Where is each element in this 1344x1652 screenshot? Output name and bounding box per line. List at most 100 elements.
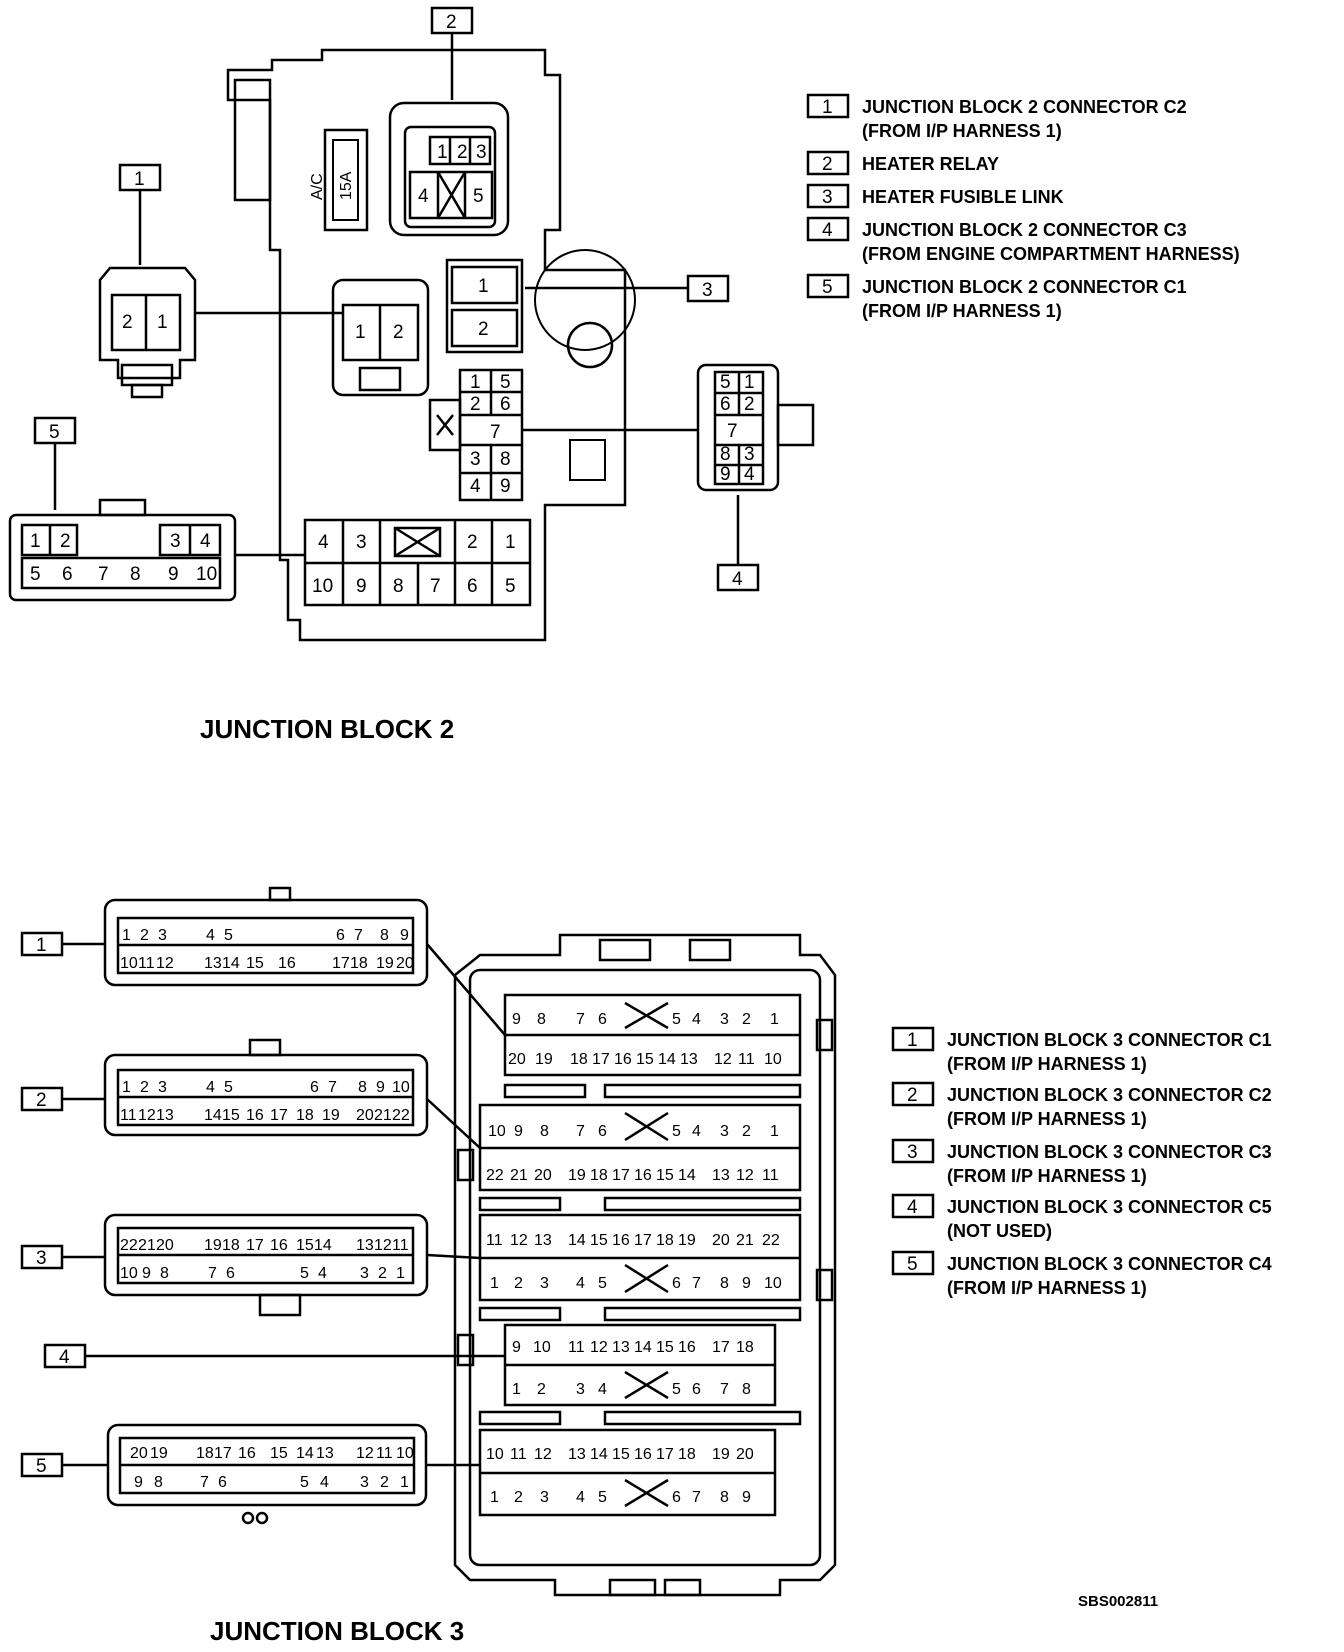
svg-text:8: 8 bbox=[154, 1474, 163, 1491]
svg-text:3: 3 bbox=[360, 1474, 369, 1491]
svg-text:6: 6 bbox=[310, 1079, 319, 1096]
svg-text:18: 18 bbox=[222, 1237, 240, 1254]
svg-text:13: 13 bbox=[204, 955, 222, 972]
svg-text:14: 14 bbox=[204, 1107, 222, 1124]
jb3-title: JUNCTION BLOCK 3 bbox=[210, 1616, 464, 1646]
svg-text:9: 9 bbox=[512, 1011, 521, 1028]
svg-text:6: 6 bbox=[62, 564, 73, 585]
jb3-socket-c3 bbox=[478, 1213, 802, 1322]
jb3-legend-text: JUNCTION BLOCK 3 CONNECTOR C3 bbox=[947, 1142, 1272, 1162]
svg-text:22: 22 bbox=[486, 1167, 504, 1184]
svg-text:5: 5 bbox=[505, 576, 516, 597]
jb3-legend-boxes bbox=[891, 1026, 935, 1276]
svg-text:10: 10 bbox=[120, 1265, 138, 1282]
jb3-socket-c5 bbox=[478, 1323, 802, 1426]
svg-text:14: 14 bbox=[222, 955, 240, 972]
svg-text:14: 14 bbox=[568, 1232, 586, 1249]
svg-text:22: 22 bbox=[762, 1232, 780, 1249]
svg-text:2: 2 bbox=[744, 394, 755, 415]
svg-text:6: 6 bbox=[500, 394, 511, 415]
svg-text:1: 1 bbox=[437, 142, 448, 163]
jb3-legend-num: 5 bbox=[907, 1254, 918, 1275]
svg-text:2: 2 bbox=[140, 927, 149, 944]
svg-text:18: 18 bbox=[736, 1339, 754, 1356]
jb2-callout-4: 4 bbox=[732, 569, 743, 590]
svg-text:7: 7 bbox=[328, 1079, 337, 1096]
svg-text:6: 6 bbox=[692, 1381, 701, 1398]
svg-text:17: 17 bbox=[332, 955, 350, 972]
svg-text:8: 8 bbox=[130, 564, 141, 585]
svg-text:11: 11 bbox=[486, 1232, 503, 1249]
jb3-socket-c2 bbox=[478, 1103, 802, 1212]
jb3-socket-c4 bbox=[478, 1428, 777, 1517]
jb2-legend: 1 JUNCTION BLOCK 2 CONNECTOR C2 (FROM I/… bbox=[822, 97, 1240, 321]
svg-text:3: 3 bbox=[540, 1275, 549, 1292]
svg-text:14: 14 bbox=[658, 1051, 676, 1068]
svg-text:17: 17 bbox=[592, 1051, 610, 1068]
jb3-legend-text: (FROM I/P HARNESS 1) bbox=[947, 1278, 1147, 1298]
svg-text:6: 6 bbox=[598, 1011, 607, 1028]
svg-text:1: 1 bbox=[396, 1265, 405, 1282]
connector-jb3-c2 bbox=[103, 1038, 429, 1137]
svg-text:13: 13 bbox=[712, 1167, 730, 1184]
jb2-c2-socket bbox=[331, 278, 430, 397]
svg-text:1: 1 bbox=[512, 1381, 521, 1398]
svg-text:9: 9 bbox=[500, 476, 511, 497]
svg-text:3: 3 bbox=[744, 444, 755, 465]
svg-text:17: 17 bbox=[612, 1167, 630, 1184]
jb3-callout-3: 3 bbox=[36, 1248, 47, 1269]
svg-text:15: 15 bbox=[612, 1446, 630, 1463]
connector-jb2-c3 bbox=[696, 363, 815, 492]
svg-text:7: 7 bbox=[692, 1489, 701, 1506]
svg-text:14: 14 bbox=[296, 1445, 314, 1462]
jb3-callouts bbox=[20, 931, 506, 1478]
svg-text:17: 17 bbox=[634, 1232, 652, 1249]
svg-text:4: 4 bbox=[318, 1265, 327, 1282]
svg-text:17: 17 bbox=[656, 1446, 674, 1463]
svg-text:16: 16 bbox=[612, 1232, 630, 1249]
svg-text:14: 14 bbox=[634, 1339, 652, 1356]
jb2-c3-socket bbox=[428, 368, 524, 502]
svg-text:15: 15 bbox=[590, 1232, 608, 1249]
svg-text:19: 19 bbox=[204, 1237, 222, 1254]
svg-text:5: 5 bbox=[224, 927, 233, 944]
jb3-legend-num: 4 bbox=[907, 1197, 918, 1218]
svg-text:3: 3 bbox=[158, 927, 167, 944]
svg-text:8: 8 bbox=[380, 927, 389, 944]
svg-text:14: 14 bbox=[314, 1237, 332, 1254]
svg-text:5: 5 bbox=[720, 372, 731, 393]
svg-text:13: 13 bbox=[156, 1107, 174, 1124]
svg-text:2: 2 bbox=[378, 1265, 387, 1282]
svg-text:9: 9 bbox=[142, 1265, 151, 1282]
svg-text:5: 5 bbox=[672, 1381, 681, 1398]
svg-text:20: 20 bbox=[156, 1237, 174, 1254]
svg-text:1: 1 bbox=[30, 531, 41, 552]
svg-text:10: 10 bbox=[392, 1079, 410, 1096]
jb3-legend-num: 2 bbox=[907, 1085, 918, 1106]
svg-text:4: 4 bbox=[576, 1489, 585, 1506]
svg-text:19: 19 bbox=[678, 1232, 696, 1249]
svg-text:3: 3 bbox=[576, 1381, 585, 1398]
svg-text:15: 15 bbox=[222, 1107, 240, 1124]
svg-text:5: 5 bbox=[598, 1275, 607, 1292]
svg-text:16: 16 bbox=[246, 1107, 264, 1124]
svg-text:13: 13 bbox=[680, 1051, 698, 1068]
jb2-legend-num: 3 bbox=[822, 187, 833, 208]
jb3-callout-5: 5 bbox=[36, 1456, 47, 1477]
jb2-legend-num: 4 bbox=[822, 220, 833, 241]
svg-text:4: 4 bbox=[206, 927, 215, 944]
svg-text:9: 9 bbox=[168, 564, 179, 585]
jb2-legend-text: JUNCTION BLOCK 2 CONNECTOR C2 bbox=[862, 97, 1187, 117]
svg-text:8: 8 bbox=[500, 449, 511, 470]
svg-text:16: 16 bbox=[634, 1446, 652, 1463]
svg-text:17: 17 bbox=[270, 1107, 288, 1124]
svg-text:19: 19 bbox=[568, 1167, 586, 1184]
jb3-callout-2: 2 bbox=[36, 1090, 47, 1111]
jb2-c1-socket bbox=[303, 518, 532, 607]
svg-text:11: 11 bbox=[738, 1051, 755, 1068]
svg-text:5: 5 bbox=[672, 1123, 681, 1140]
svg-text:18: 18 bbox=[196, 1445, 214, 1462]
svg-text:3: 3 bbox=[476, 142, 487, 163]
svg-text:13: 13 bbox=[316, 1445, 334, 1462]
